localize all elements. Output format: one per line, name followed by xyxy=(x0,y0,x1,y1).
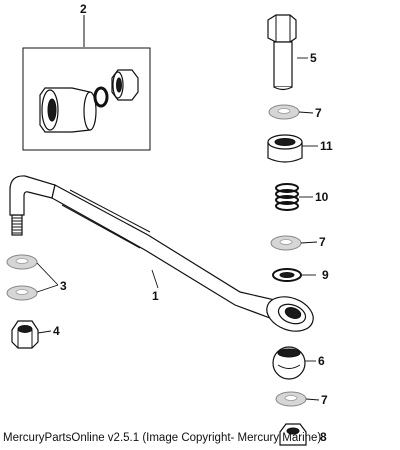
part-9-washer xyxy=(272,268,302,282)
part-3-washer-upper xyxy=(6,254,38,270)
part-1-link-arm xyxy=(9,175,314,332)
part-2-oring xyxy=(93,86,109,108)
callout-5: 5 xyxy=(310,51,317,65)
callout-1: 1 xyxy=(152,289,159,303)
callout-7-bottom: 7 xyxy=(321,393,328,407)
part-7-washer-bottom xyxy=(275,391,307,407)
callout-6: 6 xyxy=(318,354,325,368)
part-2-inset xyxy=(22,47,151,151)
copyright-footer: MercuryPartsOnline v2.5.1 (Image Copyrig… xyxy=(3,432,322,444)
part-11-bushing xyxy=(267,134,303,163)
callout-9: 9 xyxy=(322,268,329,282)
part-10-spring xyxy=(275,183,299,211)
callout-7-middle: 7 xyxy=(319,235,326,249)
callout-7-top: 7 xyxy=(315,106,322,120)
callout-8: 8 xyxy=(320,430,327,444)
callout-11: 11 xyxy=(320,139,333,153)
part-6-ball xyxy=(272,346,306,380)
leader-lines xyxy=(36,57,320,401)
part-5-bolt xyxy=(267,14,297,91)
callout-3: 3 xyxy=(60,279,67,293)
part-3-washer-lower xyxy=(6,285,38,301)
part-2-bushing xyxy=(111,69,139,101)
part-4-nut xyxy=(11,320,39,349)
part-7-washer-top xyxy=(268,104,300,120)
part-2-nut xyxy=(39,87,97,133)
part-7-washer-middle xyxy=(270,235,302,251)
callout-2: 2 xyxy=(80,2,87,16)
callout-4: 4 xyxy=(53,324,60,338)
part-8-nut xyxy=(279,423,307,446)
callout-10: 10 xyxy=(315,190,329,204)
